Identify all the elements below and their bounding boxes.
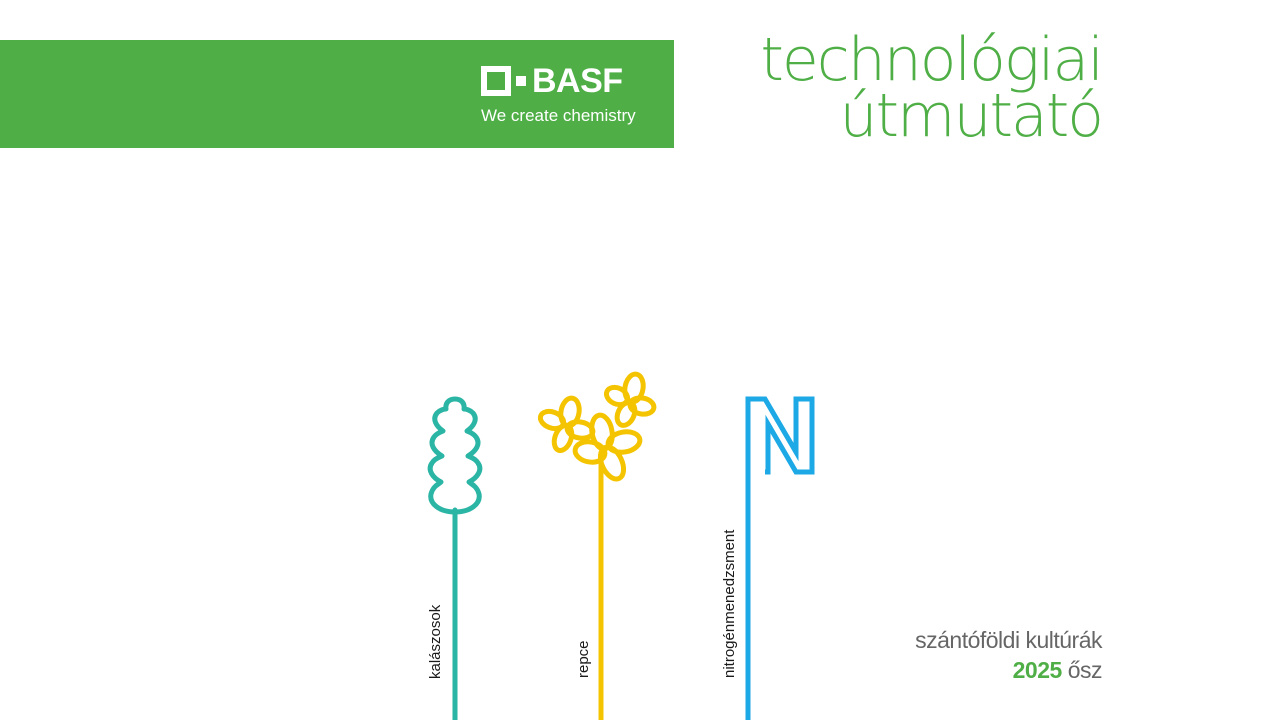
logo-tagline: We create chemistry [481, 106, 636, 125]
logo-mark: BASF [481, 62, 623, 100]
edition-season: ősz [1067, 657, 1103, 683]
subtitle-edition: 2025 ősz [915, 655, 1103, 685]
page-title: technológiai útmutató [760, 25, 1104, 151]
category-label-nitrogen: nitrogénmenedzsment [721, 529, 738, 678]
letter-n-icon [745, 396, 815, 720]
wheat-ear-icon [427, 396, 483, 720]
basf-logo: BASF We create chemistry [481, 62, 651, 130]
logo-square-icon [481, 66, 511, 96]
subtitle-crops: szántóföldi kultúrák [915, 627, 1102, 653]
rapeseed-flower-icon [537, 371, 657, 720]
logo-dot-icon [516, 76, 526, 86]
brand-band [0, 40, 674, 148]
category-label-rapeseed: repce [575, 640, 592, 678]
edition-subtitle: szántóföldi kultúrák 2025 ősz [915, 625, 1102, 685]
category-label-cereals: kalászosok [427, 604, 444, 679]
title-line-1: technológiai [760, 25, 1104, 95]
edition-year: 2025 [1012, 657, 1063, 683]
title-line-2: útmutató [839, 81, 1104, 151]
logo-wordmark: BASF [532, 62, 623, 100]
